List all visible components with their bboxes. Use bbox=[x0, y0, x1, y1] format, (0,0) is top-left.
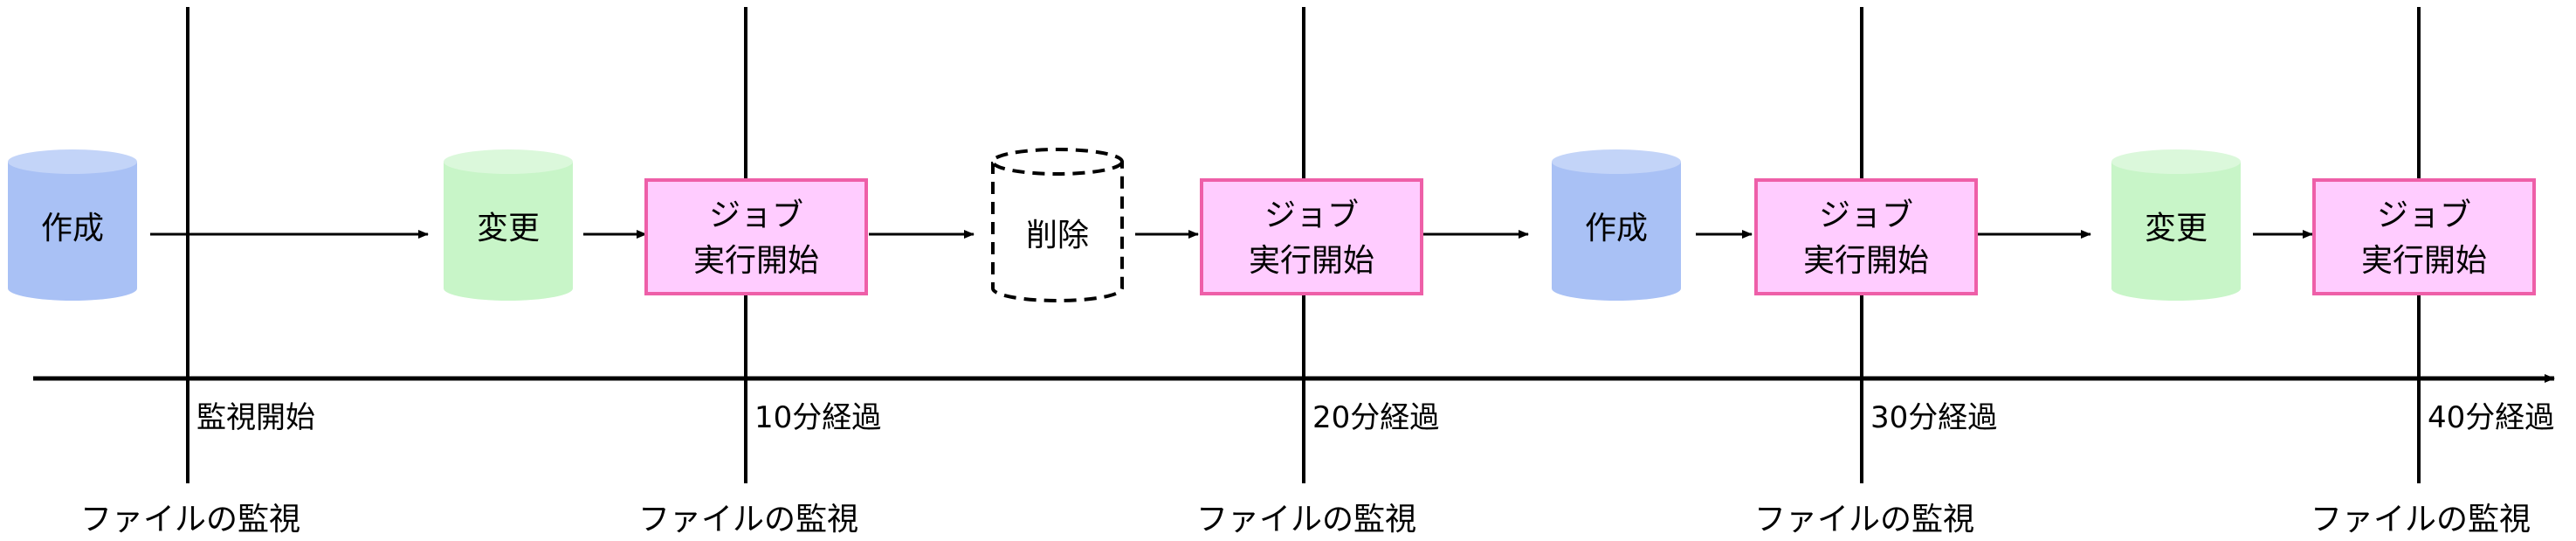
job-start-box bbox=[644, 178, 868, 295]
checkpoint-action-4: ファイルの監視 bbox=[2311, 502, 2531, 538]
job-start-box bbox=[2312, 178, 2536, 295]
job-start-box bbox=[1200, 178, 1423, 295]
checkpoint-time-0: 監視開始 bbox=[196, 400, 315, 435]
event-label-create: 作成 bbox=[41, 211, 104, 246]
event-label-delete: 削除 bbox=[1026, 218, 1089, 253]
job-start-box bbox=[1754, 178, 1978, 295]
event-label-job-line2: 実行開始 bbox=[2361, 243, 2487, 279]
event-label-change: 変更 bbox=[2145, 211, 2208, 246]
event-label-job-line2: 実行開始 bbox=[1803, 243, 1929, 279]
event-label-create: 作成 bbox=[1585, 211, 1648, 246]
event-label-job-line2: 実行開始 bbox=[693, 243, 819, 279]
deleted-file-cylinder bbox=[991, 148, 1124, 302]
event-shapes bbox=[8, 148, 2536, 302]
event-label-change: 変更 bbox=[477, 211, 540, 246]
checkpoint-time-3: 30分経過 bbox=[1870, 400, 1997, 435]
changed-file-cylinder bbox=[444, 149, 573, 301]
event-labels: 作成 変更 ジョブ 実行開始 削除 ジョブ 実行開始 作成 ジョブ 実行開始 変… bbox=[41, 198, 2487, 279]
checkpoint-action-1: ファイルの監視 bbox=[638, 502, 858, 538]
created-file-cylinder bbox=[8, 149, 137, 301]
event-label-job-line1: ジョブ bbox=[709, 198, 803, 233]
checkpoint-time-4: 40分経過 bbox=[2428, 400, 2554, 435]
checkpoint-time-2: 20分経過 bbox=[1312, 400, 1439, 435]
event-label-job-line1: ジョブ bbox=[1264, 198, 1359, 233]
created-file-cylinder bbox=[1552, 149, 1681, 301]
changed-file-cylinder bbox=[2111, 149, 2241, 301]
event-label-job-line1: ジョブ bbox=[2377, 198, 2471, 233]
checkpoint-action-0: ファイルの監視 bbox=[80, 502, 300, 538]
event-label-job-line2: 実行開始 bbox=[1249, 243, 1374, 279]
event-label-job-line1: ジョブ bbox=[1819, 198, 1913, 233]
checkpoint-action-3: ファイルの監視 bbox=[1754, 502, 1974, 538]
checkpoint-labels: 監視開始 10分経過 20分経過 30分経過 40分経過 ファイルの監視 ファイ… bbox=[80, 400, 2554, 538]
checkpoint-action-2: ファイルの監視 bbox=[1196, 502, 1416, 538]
checkpoint-time-1: 10分経過 bbox=[754, 400, 881, 435]
